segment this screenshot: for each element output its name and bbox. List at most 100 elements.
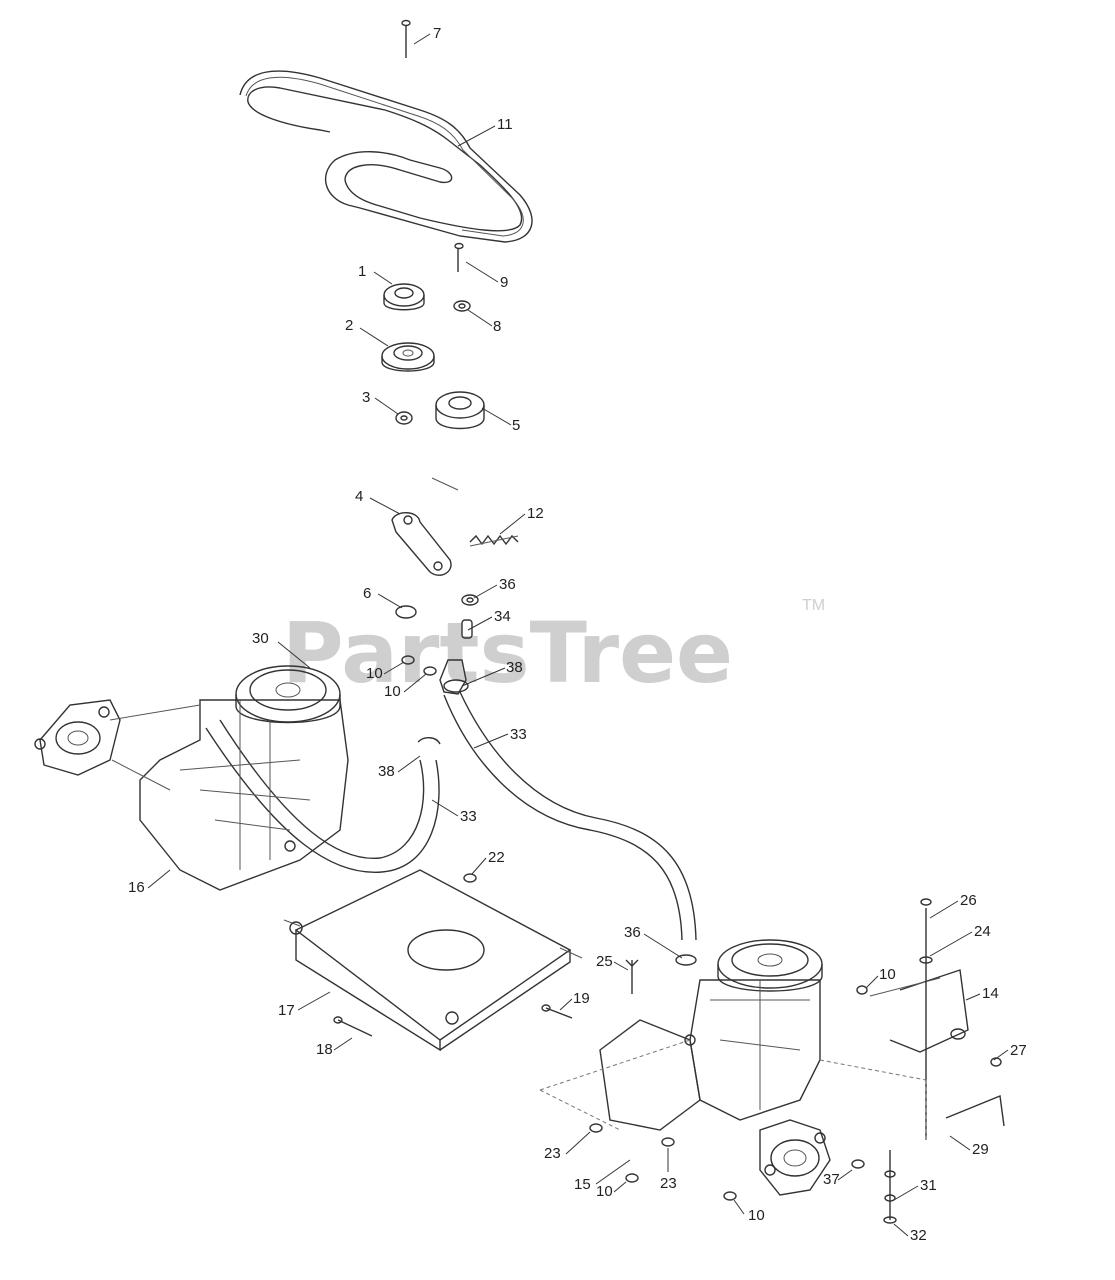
callout-number: 23 <box>544 1145 561 1162</box>
part-bolt-7 <box>401 19 411 58</box>
callout-number: 1 <box>358 263 366 280</box>
callout-number: 10 <box>748 1207 765 1224</box>
callout-number: 16 <box>128 879 145 896</box>
callout-number: 5 <box>512 417 520 434</box>
callout-leader <box>457 125 496 147</box>
callout-number: 37 <box>823 1171 840 1188</box>
callout-leader <box>471 857 487 875</box>
callout-leader <box>297 991 331 1011</box>
hose-33-short <box>205 719 441 873</box>
callout-number: 36 <box>499 576 516 593</box>
callout-leader <box>431 799 459 817</box>
callout-leader <box>559 998 573 1011</box>
pulley-2 <box>381 342 435 372</box>
callout-number: 27 <box>1010 1042 1027 1059</box>
hose-33-long <box>443 691 697 941</box>
callout-number: 26 <box>960 892 977 909</box>
callout-number: 17 <box>278 1002 295 1019</box>
pin-25 <box>625 959 639 994</box>
washer-36-bottom <box>675 954 697 966</box>
callout-leader <box>277 641 311 669</box>
callout-leader <box>377 593 403 609</box>
drive-belt <box>239 70 533 243</box>
callout-leader <box>499 513 526 535</box>
nut-23-a <box>589 1123 603 1133</box>
centerline-mark <box>431 477 459 491</box>
transmission-15 <box>539 939 831 1196</box>
watermark-text: PartsTree <box>282 604 733 702</box>
callout-number: 33 <box>510 726 527 743</box>
bracket-14 <box>819 898 1002 1140</box>
callout-leader <box>893 1223 909 1237</box>
callout-number: 38 <box>378 763 395 780</box>
callout-number: 19 <box>573 990 590 1007</box>
callout-number: 25 <box>596 953 613 970</box>
callout-number: 7 <box>433 25 441 42</box>
nut-10-a <box>401 655 415 665</box>
callout-number: 10 <box>366 665 383 682</box>
callout-leader <box>595 1159 631 1185</box>
nut-10-d <box>723 1191 737 1201</box>
callout-number: 36 <box>624 924 641 941</box>
callout-leader <box>467 309 493 327</box>
callout-number: 8 <box>493 318 501 335</box>
callout-layer: 7119182354126363430101038333833221636251… <box>128 25 1027 1244</box>
callout-leader <box>473 584 498 599</box>
fitting-34 <box>461 619 473 639</box>
watermark-trademark: TM <box>802 597 825 614</box>
transmission-16 <box>34 665 349 891</box>
idler-pulley-5 <box>435 391 485 430</box>
idler-arm-4 <box>391 512 452 576</box>
callout-number: 3 <box>362 389 370 406</box>
washer-6 <box>395 605 417 619</box>
callout-leader <box>369 497 401 515</box>
callout-number: 38 <box>506 659 523 676</box>
nut-3 <box>395 411 413 425</box>
callout-leader <box>461 667 506 687</box>
callout-number: 22 <box>488 849 505 866</box>
bolt-19 <box>541 1004 573 1019</box>
callout-number: 33 <box>460 808 477 825</box>
callout-number: 29 <box>972 1141 989 1158</box>
part-bolt-9 <box>454 242 464 272</box>
callout-leader <box>965 993 981 1001</box>
callout-leader <box>893 1185 919 1201</box>
callout-leader <box>733 1199 745 1215</box>
bolt-18 <box>333 1016 373 1037</box>
callout-leader <box>613 1181 627 1193</box>
nut-37 <box>851 1159 865 1169</box>
washer-8 <box>453 300 471 312</box>
callout-number: 34 <box>494 608 511 625</box>
bolt-31-32 <box>883 1150 897 1224</box>
spring-12 <box>469 534 519 547</box>
callout-number: 2 <box>345 317 353 334</box>
callout-leader <box>473 733 509 749</box>
nut-10-b <box>423 666 437 676</box>
callout-number: 12 <box>527 505 544 522</box>
callout-number: 31 <box>920 1177 937 1194</box>
callout-leader <box>465 261 499 283</box>
mounting-plate-17 <box>283 869 583 1052</box>
callout-number: 4 <box>355 488 363 505</box>
callout-number: 10 <box>384 683 401 700</box>
callout-leader <box>949 1135 971 1151</box>
callout-number: 30 <box>252 630 269 647</box>
callout-leader <box>147 869 171 889</box>
callout-number: 32 <box>910 1227 927 1244</box>
callout-leader <box>929 931 973 957</box>
fitting-38-top <box>439 659 469 695</box>
callout-leader <box>481 407 512 426</box>
rod-29 <box>945 1095 1005 1127</box>
callout-leader <box>359 327 389 347</box>
callout-leader <box>413 33 431 45</box>
nut-22 <box>463 873 477 883</box>
callout-number: 10 <box>879 966 896 983</box>
callout-leader <box>373 271 393 285</box>
callout-leader <box>565 1131 591 1155</box>
callout-number: 18 <box>316 1041 333 1058</box>
nut-10-c <box>625 1173 639 1183</box>
callout-number: 14 <box>982 985 999 1002</box>
callout-leader <box>865 975 879 989</box>
callout-number: 23 <box>660 1175 677 1192</box>
